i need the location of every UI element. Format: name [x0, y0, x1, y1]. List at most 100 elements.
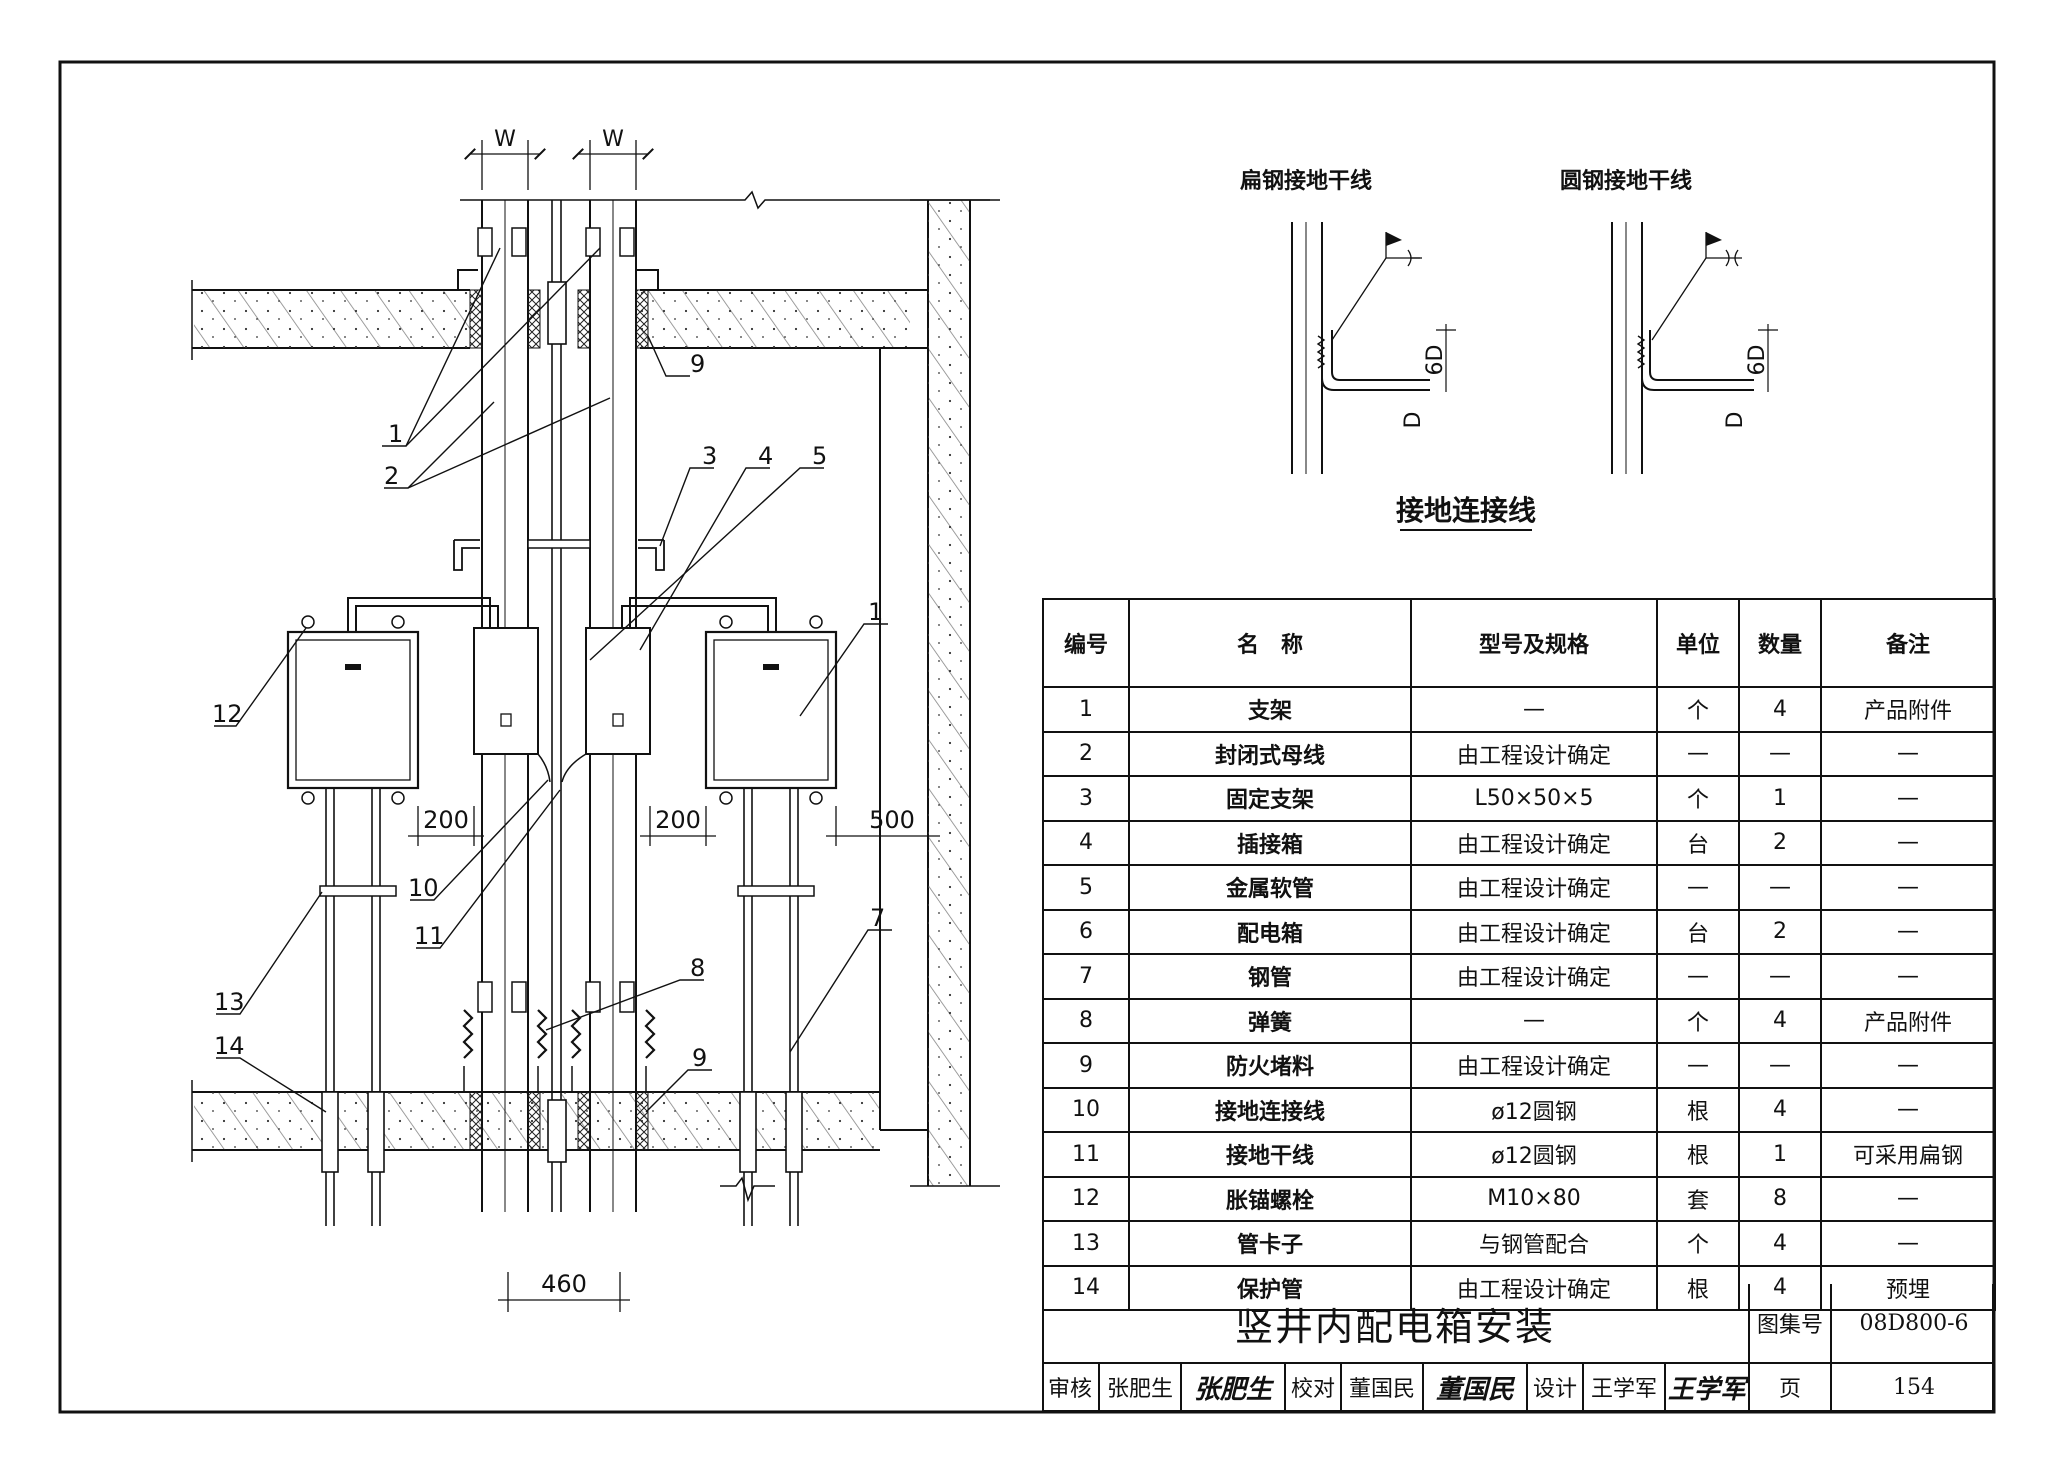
callout-7: 7	[870, 904, 885, 932]
row-spec: —	[1410, 997, 1658, 1044]
row-qty: —	[1738, 953, 1822, 1000]
page-number: 154	[1830, 1364, 1996, 1410]
row-spec: ø12圆钢	[1410, 1086, 1658, 1133]
row-remark: 产品附件	[1820, 997, 1996, 1044]
row-no: 14	[1042, 1264, 1130, 1311]
row-spec: 与钢管配合	[1410, 1220, 1658, 1267]
row-name: 钢管	[1128, 953, 1412, 1000]
row-spec: M10×80	[1410, 1175, 1658, 1222]
design-label: 设计	[1526, 1364, 1582, 1410]
row-spec: 由工程设计确定	[1410, 908, 1658, 955]
row-qty: 4	[1738, 1264, 1822, 1311]
design-signature: 王学军	[1664, 1364, 1748, 1410]
row-qty: 1	[1738, 1131, 1822, 1178]
callout-10: 10	[408, 874, 439, 902]
dim-500: 500	[826, 806, 940, 846]
upper-floor-slab	[191, 280, 928, 360]
row-qty: 4	[1738, 686, 1822, 733]
callout-labels: 1 2 9 3 4 5 1 12 10 11 8 7 13 14 9	[212, 350, 885, 1072]
row-spec: 由工程设计确定	[1410, 819, 1658, 866]
row-remark: —	[1820, 730, 1996, 777]
review-signature: 张肥生	[1180, 1364, 1284, 1410]
svg-text:200: 200	[655, 806, 701, 834]
dim-460: 460	[498, 1270, 630, 1312]
right-wall	[879, 199, 1000, 1187]
row-unit: 根	[1656, 1131, 1740, 1178]
row-name: 插接箱	[1128, 819, 1412, 866]
row-name: 支架	[1128, 686, 1412, 733]
row-remark: —	[1820, 1175, 1996, 1222]
row-name: 固定支架	[1128, 775, 1412, 822]
row-no: 13	[1042, 1220, 1130, 1267]
row-remark: —	[1820, 819, 1996, 866]
row-remark: 可采用扁钢	[1820, 1131, 1996, 1178]
fixed-bracket	[453, 539, 665, 571]
atlas-number: 08D800-6	[1830, 1284, 1996, 1362]
row-spec: 由工程设计确定	[1410, 864, 1658, 911]
dim-w-left-label: W	[494, 127, 516, 152]
check-signature: 董国民	[1422, 1364, 1526, 1410]
row-spec: 由工程设计确定	[1410, 730, 1658, 777]
dim-w-right-label: W	[602, 127, 624, 152]
row-name: 弹簧	[1128, 997, 1412, 1044]
dim-w-right: W	[572, 127, 654, 190]
dim-200-left: 200	[408, 806, 484, 846]
row-unit: 个	[1656, 686, 1740, 733]
row-remark: —	[1820, 775, 1996, 822]
row-remark: —	[1820, 908, 1996, 955]
row-qty: 8	[1738, 1175, 1822, 1222]
dim-w-left: W	[464, 127, 546, 190]
row-no: 7	[1042, 953, 1130, 1000]
check-name: 董国民	[1340, 1364, 1422, 1410]
row-unit: 台	[1656, 819, 1740, 866]
callout-8: 8	[690, 954, 705, 982]
svg-text:D: D	[1723, 412, 1748, 429]
svg-text:6D: 6D	[1745, 345, 1770, 376]
row-name: 接地干线	[1128, 1131, 1412, 1178]
shaft-elevation: W W 200 200 500 460	[191, 127, 1000, 1312]
ground-trunk	[547, 200, 567, 1212]
callout-1a: 1	[388, 420, 403, 448]
row-spec: 由工程设计确定	[1410, 1264, 1658, 1311]
row-spec: —	[1410, 686, 1658, 733]
row-no: 3	[1042, 775, 1130, 822]
row-qty: —	[1738, 1042, 1822, 1089]
callouts	[214, 247, 892, 1113]
col-no: 编号	[1042, 598, 1130, 688]
row-remark: 产品附件	[1820, 686, 1996, 733]
review-label: 审核	[1047, 1377, 1092, 1402]
row-no: 2	[1042, 730, 1130, 777]
svg-text:500: 500	[869, 806, 915, 834]
callout-12: 12	[212, 700, 243, 728]
row-remark: —	[1820, 953, 1996, 1000]
row-unit: —	[1656, 953, 1740, 1000]
row-qty: 4	[1738, 997, 1822, 1044]
svg-text:460: 460	[541, 1270, 587, 1298]
plug-in-box-right	[585, 627, 651, 755]
row-unit: 个	[1656, 1220, 1740, 1267]
detail-caption: 接地连接线	[1396, 494, 1536, 527]
svg-text:6D: 6D	[1423, 345, 1448, 376]
drawing-title: 竖井内配电箱安装	[1234, 1304, 1555, 1349]
col-spec: 型号及规格	[1410, 598, 1658, 688]
callout-11: 11	[414, 922, 445, 950]
callout-3: 3	[702, 442, 717, 470]
row-no: 5	[1042, 864, 1130, 911]
svg-text:D: D	[1401, 412, 1426, 429]
callout-14: 14	[214, 1032, 245, 1060]
row-name: 接地连接线	[1128, 1086, 1412, 1133]
upper-supports	[457, 227, 659, 290]
row-name: 管卡子	[1128, 1220, 1412, 1267]
grounding-detail: 扁钢接地干线 圆钢接地干线 6D D 6D D	[1240, 168, 1778, 531]
row-unit: —	[1656, 1042, 1740, 1089]
